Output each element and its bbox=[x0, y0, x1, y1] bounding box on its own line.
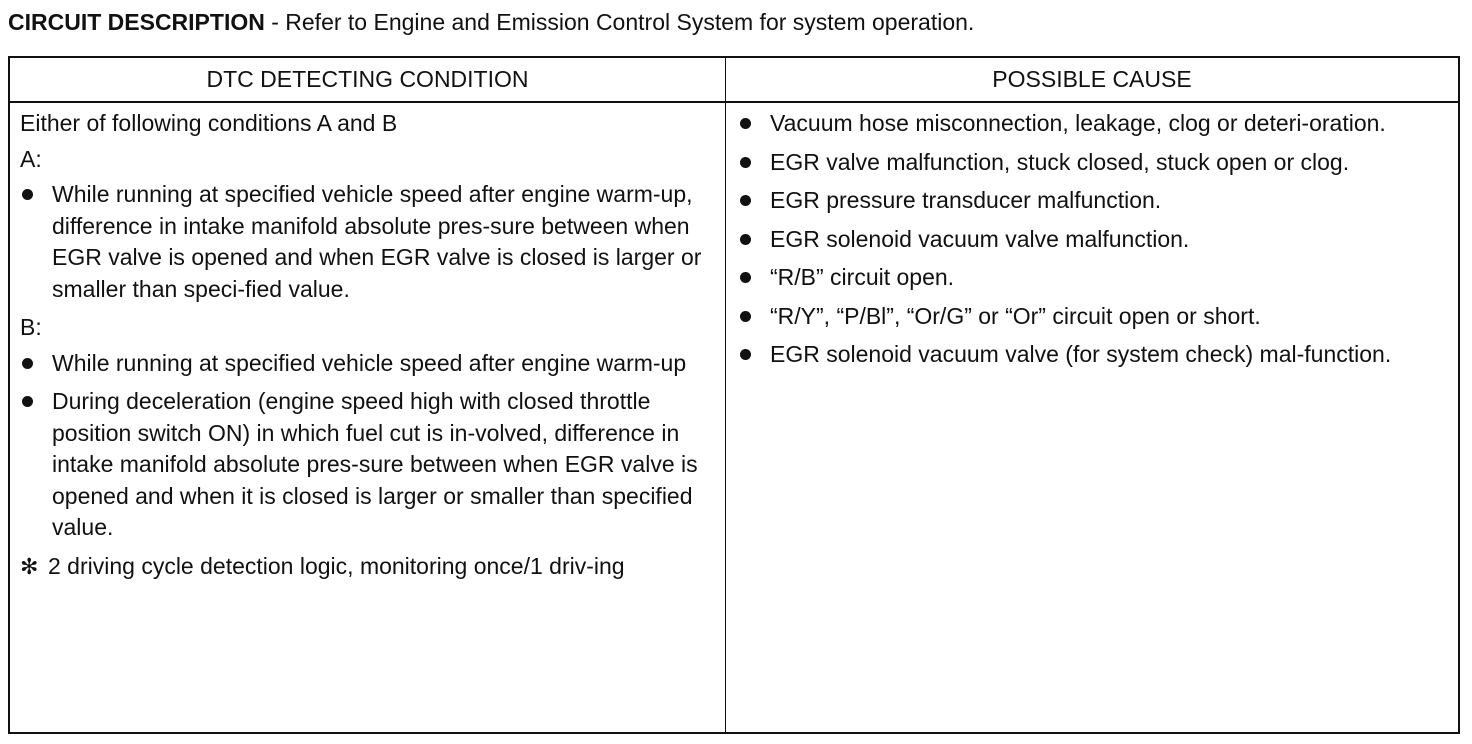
header-divider bbox=[10, 101, 1458, 103]
heading-title: CIRCUIT DESCRIPTION bbox=[8, 9, 265, 35]
condition-a-text: While running at specified vehicle speed… bbox=[52, 181, 702, 302]
cause-item: “R/B” circuit open. bbox=[738, 262, 1448, 294]
cause-text: EGR solenoid vacuum valve malfunction. bbox=[770, 225, 1190, 252]
bullet-icon bbox=[740, 156, 751, 168]
dtc-table: DTC DETECTING CONDITION POSSIBLE CAUSE E… bbox=[8, 56, 1460, 734]
cause-item: EGR valve malfunction, stuck closed, stu… bbox=[738, 147, 1448, 179]
condition-b-text: During deceleration (engine speed high w… bbox=[52, 388, 698, 540]
cause-item: “R/Y”, “P/Bl”, “Or/G” or “Or” circuit op… bbox=[738, 301, 1448, 333]
condition-a-item: While running at specified vehicle speed… bbox=[20, 179, 720, 305]
cause-item: EGR solenoid vacuum valve (for system ch… bbox=[738, 339, 1448, 371]
cause-item: EGR solenoid vacuum valve malfunction. bbox=[738, 224, 1448, 256]
bullet-icon bbox=[22, 357, 33, 369]
circuit-description-heading: CIRCUIT DESCRIPTION - Refer to Engine an… bbox=[8, 6, 1464, 38]
cause-text: EGR valve malfunction, stuck closed, stu… bbox=[770, 148, 1350, 175]
detection-logic-note: ✻ 2 driving cycle detection logic, monit… bbox=[20, 551, 720, 583]
bullet-icon bbox=[740, 310, 751, 322]
bullet-icon bbox=[740, 349, 751, 360]
bullet-icon bbox=[740, 233, 751, 245]
cause-text: Vacuum hose misconnection, leakage, clog… bbox=[770, 110, 1386, 136]
condition-b-item: While running at specified vehicle speed… bbox=[20, 348, 720, 380]
condition-intro: Either of following conditions A and B bbox=[20, 110, 398, 136]
bullet-icon bbox=[740, 272, 751, 283]
possible-cause-cell: Vacuum hose misconnection, leakage, clog… bbox=[738, 108, 1448, 378]
column-divider bbox=[725, 58, 726, 732]
bullet-icon bbox=[740, 118, 751, 129]
dtc-condition-cell: Either of following conditions A and B A… bbox=[20, 108, 720, 582]
note-text: 2 driving cycle detection logic, monitor… bbox=[48, 552, 625, 579]
condition-b-item: During deceleration (engine speed high w… bbox=[20, 386, 720, 544]
cause-text: “R/Y”, “P/Bl”, “Or/G” or “Or” circuit op… bbox=[770, 302, 1261, 329]
cause-item: Vacuum hose misconnection, leakage, clog… bbox=[738, 108, 1448, 140]
condition-b-text: While running at specified vehicle speed… bbox=[52, 349, 687, 376]
bullet-icon bbox=[740, 195, 751, 206]
bullet-icon bbox=[22, 396, 33, 407]
heading-subtitle: - Refer to Engine and Emission Control S… bbox=[264, 9, 975, 35]
bullet-icon bbox=[22, 189, 33, 200]
cause-text: EGR pressure transducer malfunction. bbox=[770, 187, 1162, 213]
header-dtc-detecting-condition: DTC DETECTING CONDITION bbox=[206, 66, 529, 92]
cause-text: “R/B” circuit open. bbox=[770, 264, 955, 290]
asterisk-icon: ✻ bbox=[20, 553, 39, 579]
condition-b-label: B: bbox=[20, 314, 42, 340]
cause-text: EGR solenoid vacuum valve (for system ch… bbox=[770, 341, 1392, 367]
header-possible-cause: POSSIBLE CAUSE bbox=[992, 66, 1192, 92]
cause-item: EGR pressure transducer malfunction. bbox=[738, 185, 1448, 217]
condition-a-label: A: bbox=[20, 145, 42, 172]
